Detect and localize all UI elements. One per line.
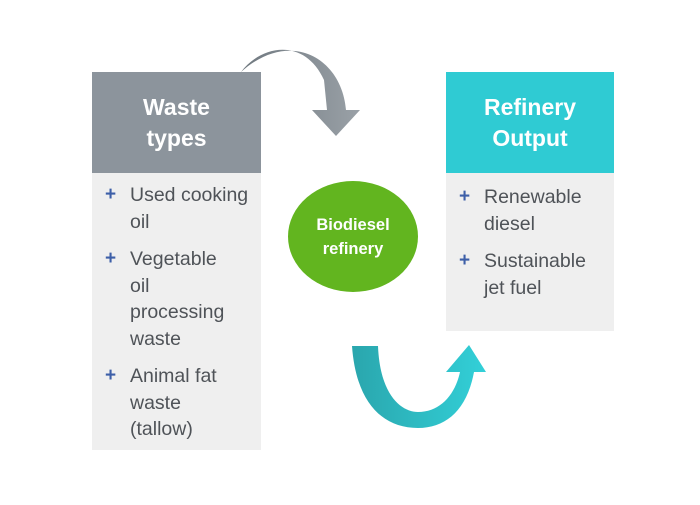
plus-icon: +: [105, 184, 117, 205]
list-item: + Renewable diesel: [446, 184, 614, 237]
list-item-label: Animal fat waste (tallow): [130, 365, 217, 440]
waste-types-title: Waste types: [143, 93, 210, 151]
plus-icon: +: [105, 365, 117, 386]
refinery-output-list: + Renewable diesel + Sustainable jet fue…: [446, 173, 614, 331]
list-item-label: Sustainable jet fuel: [484, 250, 586, 299]
refinery-output-title: Refinery Output: [483, 93, 577, 151]
list-item: + Sustainable jet fuel: [446, 248, 614, 301]
list-item-label: Vegetable oil processing waste: [130, 248, 225, 350]
list-item: + Vegetable oil processing waste: [92, 246, 261, 352]
plus-icon: +: [105, 248, 117, 269]
plus-icon: +: [459, 186, 471, 207]
plus-icon: +: [459, 250, 471, 271]
refinery-output-header: Refinery Output: [446, 72, 614, 173]
refinery-label: Biodiesel refinery: [316, 215, 390, 258]
biodiesel-refinery-node: Biodiesel refinery: [288, 181, 418, 292]
list-item: + Used cooking oil: [92, 182, 261, 235]
waste-types-header: Waste types: [92, 72, 261, 173]
list-item-label: Used cooking oil: [130, 184, 249, 233]
list-item-label: Renewable diesel: [484, 186, 582, 235]
waste-types-list: + Used cooking oil + Vegetable oil proce…: [92, 173, 261, 450]
list-item: + Animal fat waste (tallow): [92, 363, 261, 443]
